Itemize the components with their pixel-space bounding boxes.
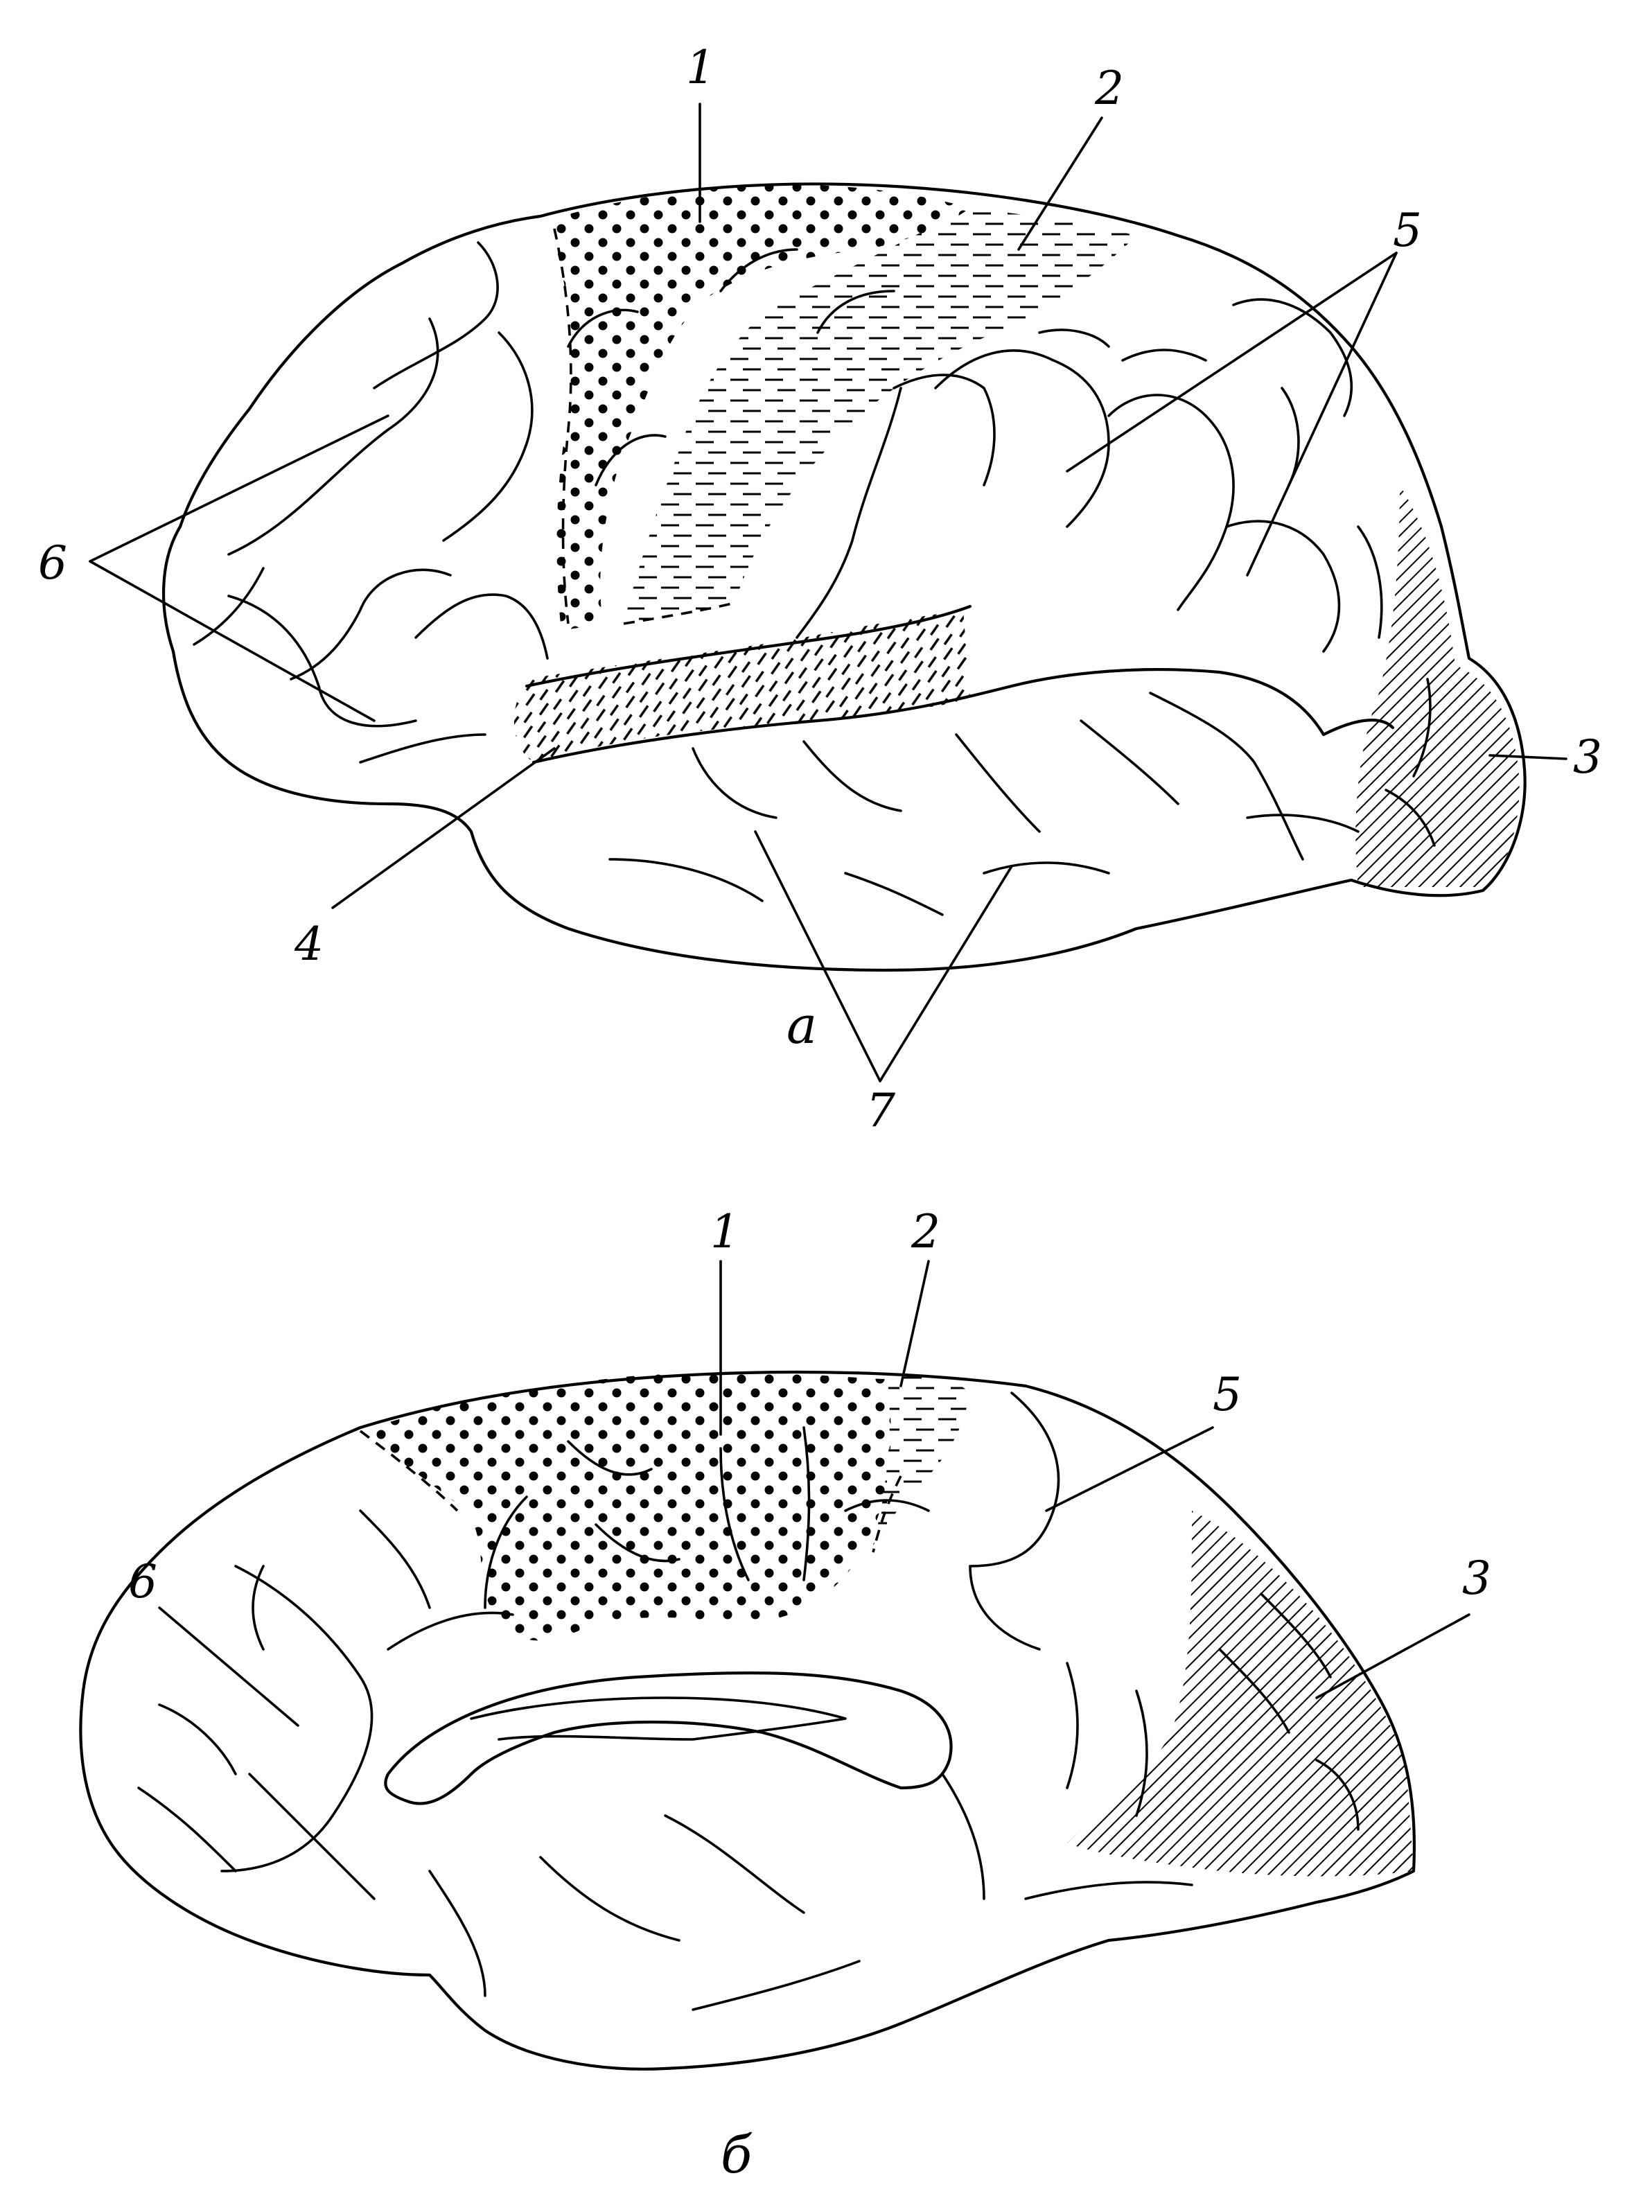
zone-2-premotor-lateral <box>624 208 1136 624</box>
lateral-sulcus <box>525 604 1395 764</box>
corpus-callosum <box>384 1671 953 1805</box>
medial-leaders <box>158 1260 1470 1727</box>
zone-4-temporal-band <box>513 610 970 762</box>
label-3-medial: 3 <box>1462 1552 1491 1605</box>
zone-3-visual-lateral <box>1355 485 1520 887</box>
zone-1-motor-medial <box>360 1371 891 1641</box>
lateral-leaders <box>89 103 1567 1082</box>
lateral-view: 1 2 5 6 3 4 7 a <box>38 41 1602 1137</box>
zone-1-border-lateral <box>553 228 572 624</box>
label-3-lateral: 3 <box>1573 730 1602 784</box>
medial-outline <box>79 1370 1416 2071</box>
label-1-medial: 1 <box>710 1205 739 1258</box>
zone-3-visual-medial <box>1067 1511 1414 1877</box>
zone-2-premotor-medial <box>873 1374 970 1545</box>
lateral-outline <box>161 182 1527 972</box>
label-1-lateral: 1 <box>686 41 715 94</box>
medial-view: 1 2 5 3 6 б <box>79 1205 1491 2185</box>
label-7-lateral: 7 <box>866 1084 895 1137</box>
label-6-medial: 6 <box>128 1555 157 1608</box>
label-4-lateral: 4 <box>294 918 324 971</box>
caption-b: б <box>721 2125 753 2185</box>
medial-sulci <box>137 1392 1360 2011</box>
label-2-lateral: 2 <box>1094 62 1124 115</box>
zone-1-motor-lateral <box>547 184 970 631</box>
caption-a: a <box>787 996 817 1055</box>
label-5-lateral: 5 <box>1393 204 1422 257</box>
zone-2-border-medial <box>872 1475 902 1553</box>
zone-2-border-lateral <box>623 602 735 625</box>
label-2-medial: 2 <box>911 1205 940 1258</box>
label-5-medial: 5 <box>1213 1368 1242 1421</box>
label-6-lateral: 6 <box>38 536 67 590</box>
corpus-callosum-inner <box>470 1696 847 1741</box>
